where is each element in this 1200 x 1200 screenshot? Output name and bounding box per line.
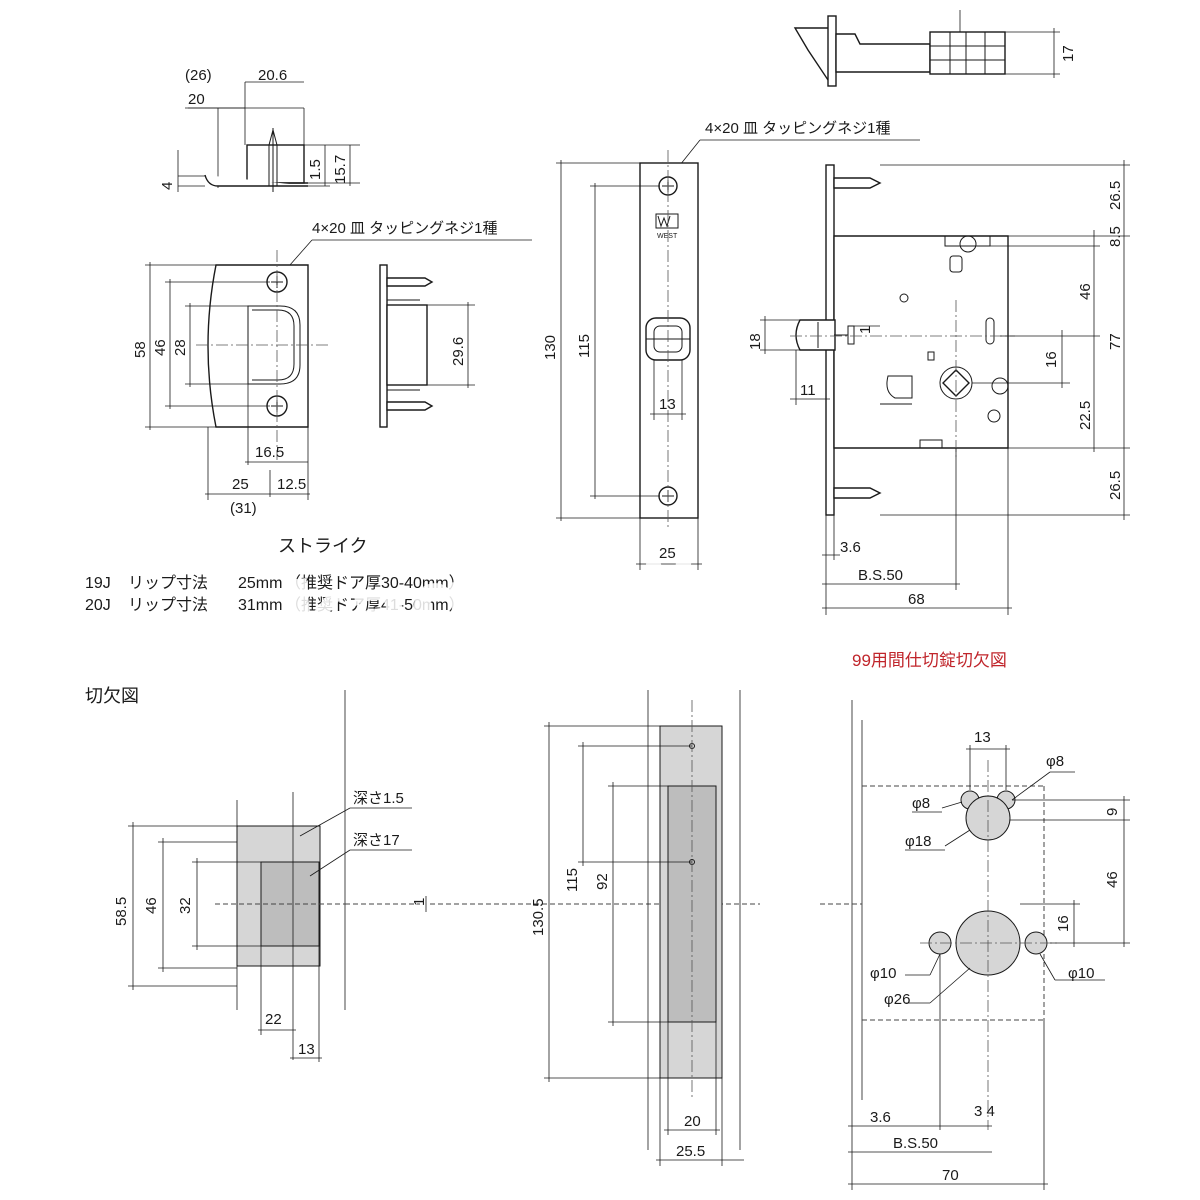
dim-13: 13 — [298, 1041, 315, 1058]
cutout-holes-view: 13 φ8 φ8 φ18 9 46 16 φ10 φ10 φ26 3.6 3 4… — [820, 700, 1130, 1190]
dim-29-6: 29.6 — [450, 337, 467, 366]
depth-17-label: 深さ17 — [353, 832, 400, 849]
dim-26: (26) — [185, 67, 212, 84]
latch-screw-note: 4×20 皿 タッピングネジ1種 — [705, 120, 890, 137]
dim-8-5: 8.5 — [1107, 226, 1124, 247]
dim-25: 25 — [232, 476, 249, 493]
dim-46: 46 — [143, 897, 160, 914]
dim-17: 17 — [1060, 45, 1077, 62]
dim-46: 46 — [1077, 283, 1094, 300]
dim-58-5: 58.5 — [113, 897, 130, 926]
svg-text:25mm: 25mm — [238, 575, 282, 592]
dim-15-7: 15.7 — [332, 155, 349, 184]
dim-77: 77 — [1107, 333, 1124, 350]
svg-text:20J: 20J — [85, 597, 111, 614]
dim-68: 68 — [908, 591, 925, 608]
dim-115: 115 — [576, 334, 593, 358]
svg-text:（推奨ドア厚30-40mm）: （推奨ドア厚30-40mm） — [285, 574, 465, 592]
strike-spec-row-20j: 20J リップ寸法 31mm （推奨ドア厚41-50mm） — [85, 596, 465, 614]
dim-25-5: 25.5 — [676, 1143, 705, 1160]
dim-58: 58 — [132, 341, 149, 358]
dim-phi18: φ18 — [905, 833, 931, 850]
dim-20: 20 — [188, 91, 205, 108]
cutout-strike-view: 深さ1.5 深さ17 58.5 46 32 22 13 1 — [113, 690, 760, 1062]
dim-1: 1 — [857, 326, 874, 334]
latch-top-view: 17 — [793, 10, 1077, 87]
dim-phi8-b: φ8 — [912, 795, 930, 812]
dim-4: 4 — [159, 182, 176, 190]
latch-body-view: 26.5 8.5 46 77 16 22.5 26.5 18 11 1 3.6 … — [747, 160, 1130, 615]
dim-16: 16 — [1043, 351, 1060, 368]
dim-20-6: 20.6 — [258, 67, 287, 84]
dim-3-6: 3.6 — [840, 539, 861, 556]
strike-title: ストライク — [278, 536, 368, 556]
dim-26-5-top: 26.5 — [1107, 181, 1124, 210]
dim-22-5: 22.5 — [1077, 401, 1094, 430]
west-logo-icon: WEST — [655, 213, 679, 240]
dim-70: 70 — [942, 1167, 959, 1184]
dim-phi10-left: φ10 — [870, 965, 896, 982]
dim-11: 11 — [800, 382, 816, 399]
dim-20: 20 — [684, 1113, 701, 1130]
svg-text:31mm: 31mm — [238, 597, 282, 614]
svg-text:リップ寸法: リップ寸法 — [128, 574, 208, 592]
dim-115: 115 — [564, 868, 581, 892]
dim-phi10-right: φ10 — [1068, 965, 1094, 982]
dim-46: 46 — [1104, 871, 1121, 888]
dim-31: (31) — [230, 500, 257, 517]
dim-phi26: φ26 — [884, 991, 910, 1008]
dim-130-5: 130.5 — [530, 898, 547, 936]
svg-text:（推奨ドア厚41-50mm）: （推奨ドア厚41-50mm） — [285, 596, 465, 614]
dim-46: 46 — [152, 339, 169, 356]
strike-spec-row-19j: 19J リップ寸法 25mm （推奨ドア厚30-40mm） — [85, 574, 465, 592]
dim-92: 92 — [594, 873, 611, 890]
cutout-edge-view: 130.5 115 92 20 25.5 — [530, 690, 744, 1166]
dim-32: 32 — [177, 897, 194, 914]
dim-34: 3 4 — [974, 1103, 995, 1120]
dim-3-6: 3.6 — [870, 1109, 891, 1126]
dim-phi8-a: φ8 — [1046, 753, 1064, 770]
cutout-red-title: 99用間仕切錠切欠図 — [852, 651, 1007, 670]
dim-16-5: 16.5 — [255, 444, 284, 461]
dim-13: 13 — [659, 396, 676, 413]
dim-18: 18 — [747, 333, 764, 350]
dim-16: 16 — [1055, 915, 1072, 932]
depth-1-5-label: 深さ1.5 — [353, 790, 404, 807]
hole-upper-icon — [960, 790, 1016, 841]
dim-1-center: 1 — [411, 898, 428, 906]
strike-screw-note: 4×20 皿 タッピングネジ1種 — [312, 220, 497, 237]
dim-bs50: B.S.50 — [893, 1135, 938, 1152]
dim-bs50: B.S.50 — [858, 567, 903, 584]
dim-1-5: 1.5 — [307, 159, 324, 180]
cutout-title: 切欠図 — [85, 686, 139, 706]
strike-top-view: (26) 20.6 20 4 1.5 15.7 — [159, 67, 360, 192]
dim-26-5-bottom: 26.5 — [1107, 471, 1124, 500]
dim-12-5: 12.5 — [277, 476, 306, 493]
latch-face-view: 4×20 皿 タッピングネジ1種 WEST 1 — [542, 120, 920, 570]
svg-text:リップ寸法: リップ寸法 — [128, 596, 208, 614]
dim-28: 28 — [172, 339, 189, 356]
dim-9: 9 — [1104, 808, 1121, 816]
dim-130: 130 — [542, 335, 559, 360]
svg-text:19J: 19J — [85, 575, 111, 592]
strike-side-view: 29.6 — [379, 264, 475, 428]
strike-front-view: 4×20 皿 タッピングネジ1種 58 46 28 — [132, 220, 532, 517]
dim-25: 25 — [659, 545, 676, 562]
dim-22: 22 — [265, 1011, 282, 1028]
svg-text:WEST: WEST — [657, 233, 678, 240]
dim-13: 13 — [974, 729, 991, 746]
